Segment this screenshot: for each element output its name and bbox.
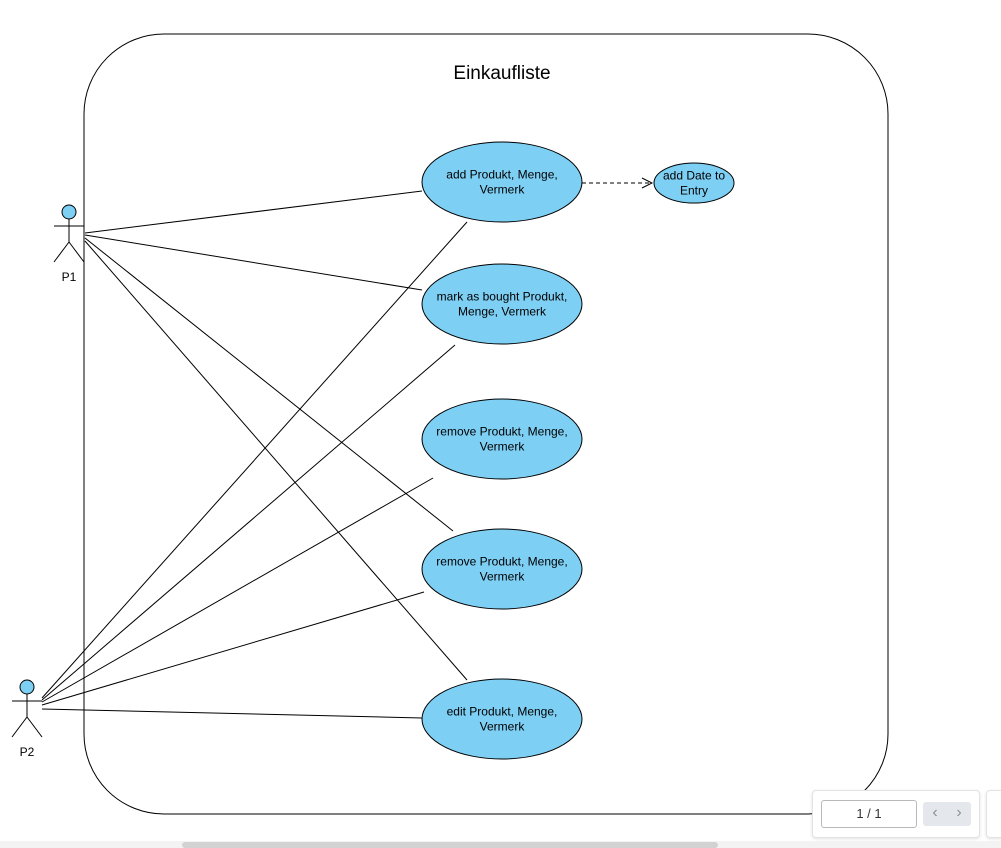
use-case-label: add Produkt, Menge, [446,168,557,182]
association-p1-uc1 [84,190,423,234]
actor-right-leg [68,241,85,263]
use-case-uc1[interactable]: add Produkt, Menge,Vermerk [421,141,583,223]
use-case-label: mark as bought Produkt, [437,290,568,304]
actor-head [61,204,77,220]
page-nav-buttons: ‹ › [923,802,971,826]
use-case-label: edit Produkt, Menge, [447,705,558,719]
use-case-label: Vermerk [480,440,526,454]
dependency-arrowhead [641,177,654,189]
association-p1-uc4 [84,237,454,532]
use-case-label: remove Produkt, Menge, [436,555,567,569]
actor-left-leg [53,241,70,263]
actor-head [19,679,35,695]
association-p2-uc1 [41,221,468,699]
use-case-label: Menge, Vermerk [458,305,547,319]
actor-right-leg [26,716,43,738]
actor-label: P2 [20,745,35,759]
toolbar-partial [986,790,1001,838]
page-indicator[interactable]: 1 / 1 [821,800,917,828]
horizontal-scrollbar[interactable] [182,842,718,848]
dependencies [582,177,654,189]
use-case-label: Vermerk [480,570,526,584]
use-case-ellipse [421,528,583,610]
use-case-uc2[interactable]: mark as bought Produkt,Menge, Vermerk [421,263,583,345]
association-p2-uc3 [41,477,434,703]
actor-p2[interactable]: P2 [11,679,43,759]
use-case-uc3[interactable]: remove Produkt, Menge,Vermerk [421,398,583,480]
associations [41,190,468,719]
page-navigator: 1 / 1 ‹ › [812,790,980,838]
use-case-label: remove Produkt, Menge, [436,425,567,439]
association-p2-uc4 [41,591,425,706]
use-case-ellipse [421,263,583,345]
actor-p1[interactable]: P1 [53,204,85,284]
use-case-uc4[interactable]: remove Produkt, Menge,Vermerk [421,528,583,610]
use-case-ellipse [421,141,583,223]
association-p2-uc2 [41,344,456,701]
association-p1-uc5 [84,240,468,681]
use-case-label: Entry [680,184,708,198]
diagram-title: Einkaufliste [453,63,550,84]
use-case-ellipse [653,162,735,204]
use-case-label: Vermerk [480,720,526,734]
association-p2-uc5 [41,708,423,719]
use-case-label: Vermerk [480,183,526,197]
association-p1-uc2 [84,234,423,291]
use-case-uc5[interactable]: edit Produkt, Menge,Vermerk [421,678,583,760]
chevron-right-icon[interactable]: › [956,804,962,821]
use-case-ellipse [421,678,583,760]
use-case-label: add Date to [663,169,725,183]
chevron-left-icon[interactable]: ‹ [932,804,938,821]
use-case-ellipse [421,398,583,480]
actor-label: P1 [62,270,77,284]
actor-left-leg [11,716,28,738]
